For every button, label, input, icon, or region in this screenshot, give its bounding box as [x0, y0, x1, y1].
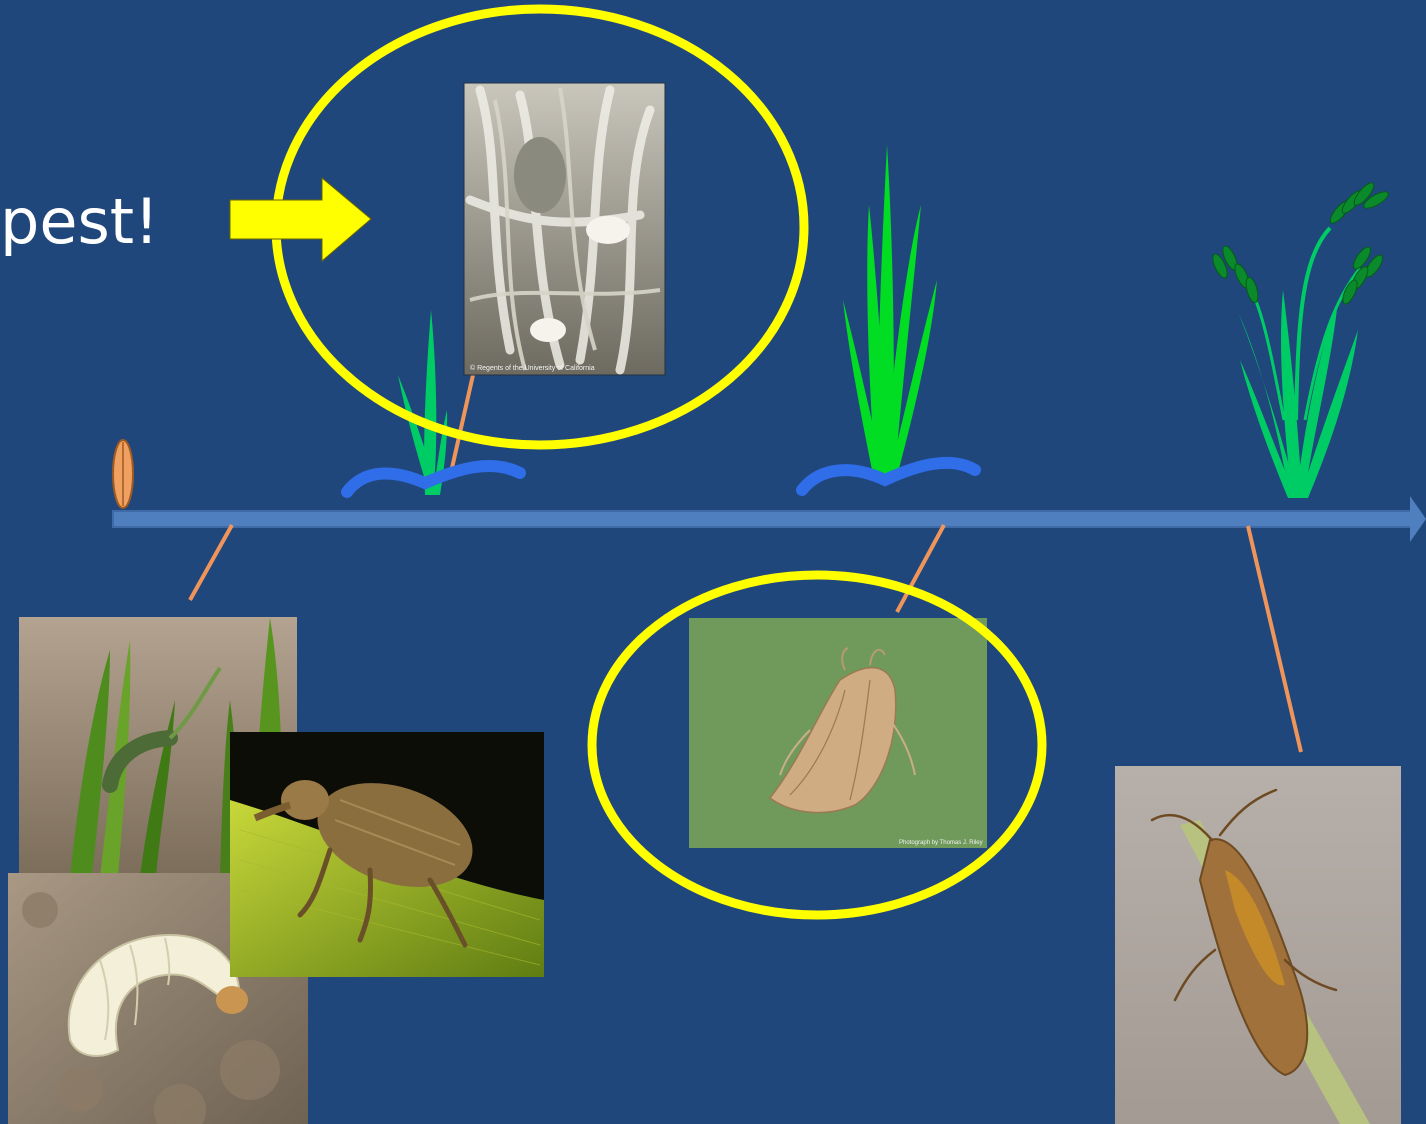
- moth-photo-credit: Photograph by Thomas J. Riley: [899, 840, 983, 846]
- root-pest-photo-credit: © Regents of the University of Californi…: [470, 364, 595, 372]
- arrow-right-icon: [230, 178, 371, 261]
- root-pest-photo: [464, 83, 665, 375]
- leader-line-root-pest: [452, 375, 473, 468]
- leader-line-armyworm: [190, 525, 232, 600]
- leader-line-stink-bug: [1248, 526, 1301, 752]
- seed-icon: [113, 440, 133, 508]
- moth-photo: [689, 618, 987, 848]
- seedling-icon: [398, 310, 447, 495]
- stink-bug-photo: [1115, 766, 1401, 1124]
- weevil-photo: [230, 732, 544, 977]
- timeline-arrow: [113, 496, 1426, 542]
- heading-plant-icon: [1210, 180, 1391, 498]
- tillering-plant-icon: [843, 145, 937, 480]
